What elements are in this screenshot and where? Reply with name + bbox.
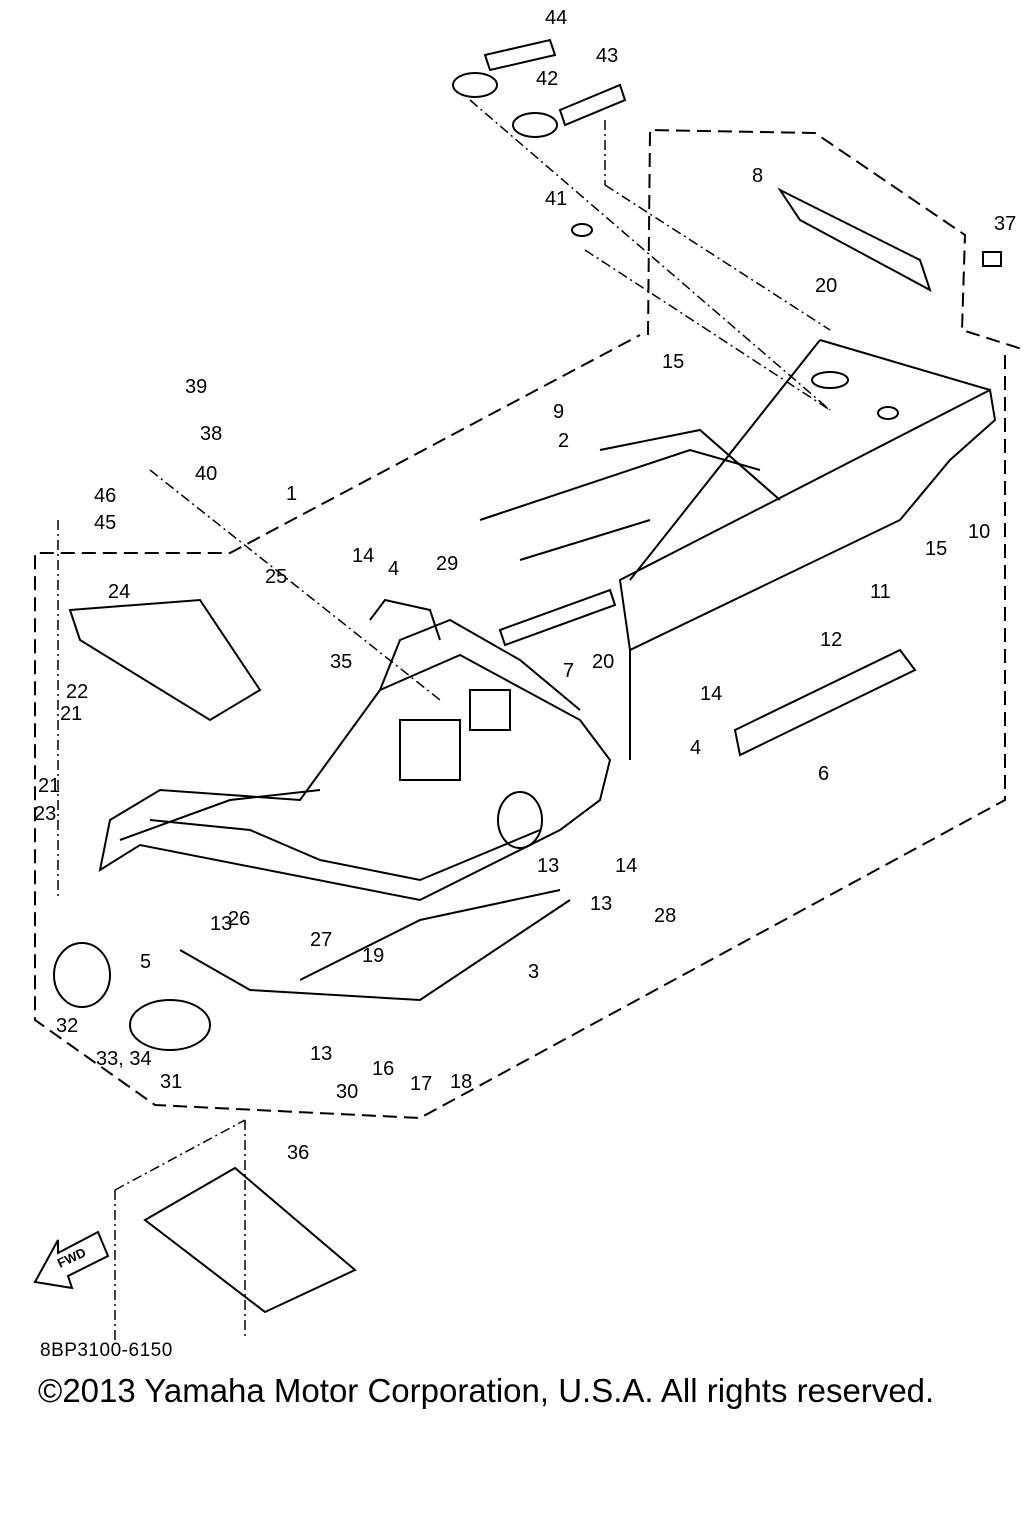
main-frame — [98, 598, 612, 1002]
bracket-7 — [498, 588, 617, 647]
pad-42b — [512, 112, 558, 138]
callout-22: 22 — [66, 681, 88, 703]
callout-14: 14 — [352, 545, 374, 567]
grommet-41 — [571, 223, 593, 237]
callout-15: 15 — [925, 538, 947, 560]
callout-24: 24 — [108, 581, 130, 603]
callout-18: 18 — [450, 1071, 472, 1093]
callout-23: 23 — [34, 803, 56, 825]
snow-flap — [143, 1166, 357, 1314]
callout-35: 35 — [330, 651, 352, 673]
callout-37: 37 — [994, 213, 1016, 235]
callout-19: 19 — [362, 945, 384, 967]
callout-29: 29 — [436, 553, 458, 575]
rear-cover — [777, 187, 932, 293]
callout-36: 36 — [287, 1142, 309, 1164]
rear-assembly-boundary — [34, 128, 1024, 1120]
callout-15: 15 — [662, 351, 684, 373]
callout-39: 39 — [185, 376, 207, 398]
cap-37 — [982, 251, 1002, 267]
callout-16: 16 — [372, 1058, 394, 1080]
plate-43 — [558, 83, 627, 127]
callout-20: 20 — [815, 275, 837, 297]
callout-46: 46 — [94, 485, 116, 507]
fwd-arrow-icon — [33, 1230, 110, 1290]
callout-1: 1 — [286, 483, 297, 505]
callout-6: 6 — [818, 763, 829, 785]
rear-tunnel — [479, 339, 997, 760]
reference-code: 8BP3100-6150 — [40, 1340, 173, 1361]
copyright-notice: ©2013 Yamaha Motor Corporation, U.S.A. A… — [38, 1372, 935, 1409]
callout-33-34: 33, 34 — [96, 1048, 152, 1070]
callout-26: 26 — [228, 908, 250, 930]
callout-38: 38 — [200, 423, 222, 445]
callout-10: 10 — [968, 521, 990, 543]
callout-13: 13 — [537, 855, 559, 877]
callout-45: 45 — [94, 512, 116, 534]
pad-42a — [452, 72, 498, 98]
duct-32 — [53, 942, 111, 1008]
callout-11: 11 — [870, 581, 891, 603]
plate-44 — [483, 38, 557, 72]
callout-21: 21 — [38, 775, 60, 797]
callout-4: 4 — [388, 558, 399, 580]
callout-4: 4 — [690, 737, 701, 759]
front-bumper — [68, 598, 262, 722]
callout-40: 40 — [195, 463, 217, 485]
callout-32: 32 — [56, 1015, 78, 1037]
callout-14: 14 — [700, 683, 722, 705]
callout-41: 41 — [545, 188, 567, 210]
duct-31 — [129, 999, 211, 1051]
callout-28: 28 — [654, 905, 676, 927]
leader-lines — [57, 99, 831, 1340]
callout-25: 25 — [265, 566, 287, 588]
callout-12: 12 — [820, 629, 842, 651]
callout-9: 9 — [553, 401, 564, 423]
callout-31: 31 — [160, 1071, 182, 1093]
callout-44: 44 — [545, 7, 567, 29]
callout-13: 13 — [210, 913, 232, 935]
callout-7: 7 — [563, 660, 574, 682]
callout-30: 30 — [336, 1081, 358, 1103]
callout-5: 5 — [140, 951, 151, 973]
callout-21: 21 — [60, 703, 82, 725]
callout-3: 3 — [528, 961, 539, 983]
callout-42: 42 — [536, 68, 558, 90]
fwd-label: FWD — [55, 1245, 88, 1271]
callout-17: 17 — [410, 1073, 432, 1095]
callout-43: 43 — [596, 45, 618, 67]
callout-13: 13 — [590, 893, 612, 915]
exploded-frame-diagram: FWD 123445678910111213131313141414151516… — [33, 7, 1024, 1340]
callout-14: 14 — [615, 855, 637, 877]
callout-2: 2 — [558, 430, 569, 452]
callout-20: 20 — [592, 651, 614, 673]
callout-8: 8 — [752, 165, 763, 187]
side-rail — [733, 648, 917, 757]
callout-13: 13 — [310, 1043, 332, 1065]
callout-27: 27 — [310, 929, 332, 951]
